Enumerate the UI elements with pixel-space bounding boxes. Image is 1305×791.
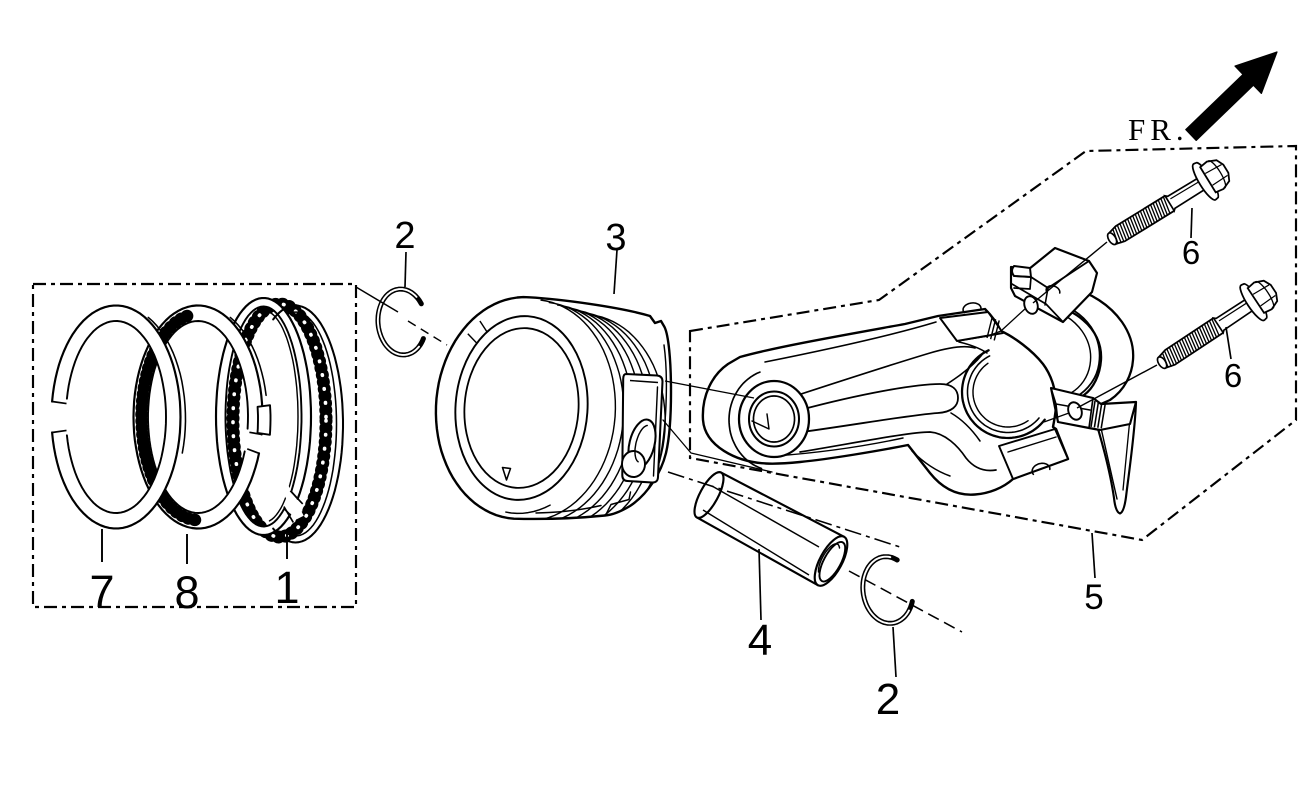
svg-text:2: 2 bbox=[394, 215, 415, 257]
svg-text:6: 6 bbox=[1224, 357, 1242, 394]
svg-text:7: 7 bbox=[89, 566, 114, 617]
svg-text:6: 6 bbox=[1182, 234, 1200, 271]
svg-text:2: 2 bbox=[876, 675, 900, 724]
svg-text:1: 1 bbox=[274, 562, 299, 613]
svg-text:FR.: FR. bbox=[1128, 112, 1189, 147]
svg-text:5: 5 bbox=[1084, 578, 1103, 617]
svg-text:8: 8 bbox=[174, 567, 199, 618]
svg-text:3: 3 bbox=[605, 217, 626, 259]
svg-text:4: 4 bbox=[748, 616, 772, 665]
